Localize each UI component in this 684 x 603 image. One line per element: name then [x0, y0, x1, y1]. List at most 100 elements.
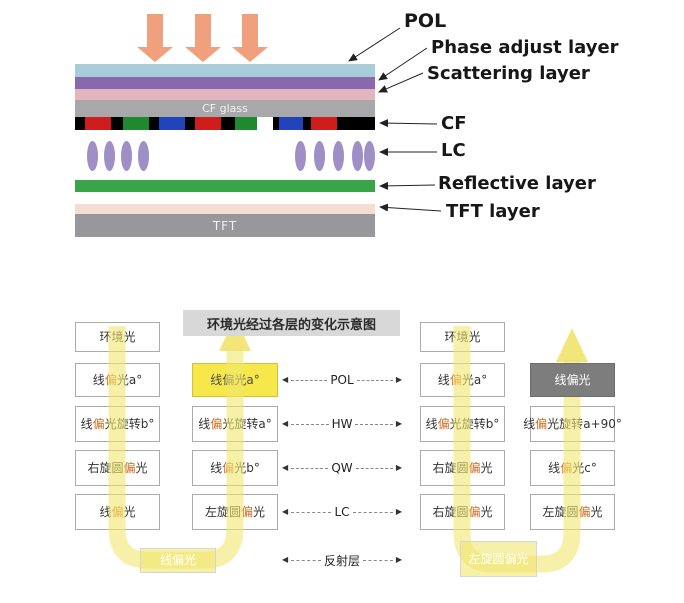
leader-line-phase: [378, 47, 428, 81]
cf-segment: [123, 117, 149, 130]
flow-box-blocked-light: 线偏光: [530, 363, 615, 397]
arrow-left-icon: ◀: [282, 463, 289, 472]
incident-light-arrow-icon: [185, 14, 221, 62]
cf-segment: [337, 117, 375, 130]
reflective-label: Reflective layer: [438, 173, 596, 194]
flow-layer-label-hw: ◀ HW ▶: [282, 416, 402, 432]
arrow-right-icon: ▶: [395, 463, 402, 472]
arrow-right-icon: ▶: [395, 419, 403, 428]
cf-segment: [149, 117, 159, 130]
dashed-line: [355, 467, 393, 469]
lc-molecule-icon: [333, 141, 344, 171]
arrow-right-icon: ▶: [395, 555, 403, 564]
lc-molecule-icon: [104, 141, 115, 171]
arrow-left-icon: ◀: [282, 375, 289, 384]
leader-line-scatter: [378, 72, 424, 93]
reflective-layer: [75, 180, 375, 192]
flow-box-c1r4: 右旋圆偏光: [75, 450, 160, 486]
flow-layer-label-lc: ◀ LC ▶: [282, 504, 402, 520]
arrow-head: [232, 47, 268, 62]
cf-segment: [111, 117, 123, 130]
cf-segment: [235, 117, 257, 130]
arrow-head: [185, 47, 221, 62]
arrow-right-icon: ▶: [395, 507, 403, 516]
mid-label: QW: [331, 461, 353, 475]
tft-sub-layer: [75, 204, 375, 214]
light-path-right-arrowhead-icon: [556, 328, 588, 362]
leader-line-tft: [379, 203, 442, 212]
tft-layer-label: TFT layer: [446, 201, 540, 222]
mid-label: 反射层: [324, 553, 361, 568]
flow-box-c1r5: 线偏光: [75, 494, 160, 530]
lc-molecule-icon: [121, 141, 132, 171]
flow-box-c2r5: 左旋圆偏光: [192, 494, 278, 530]
flow-box-c3r5: 右旋圆偏光: [420, 494, 505, 530]
dashed-line: [291, 467, 329, 469]
dashed-line: [355, 423, 393, 425]
leader-line-cf: [379, 119, 438, 128]
cf-segment: [273, 117, 279, 130]
flow-layer-label-qw: ◀ QW ▶: [282, 460, 402, 476]
cf-segment: [85, 117, 111, 130]
cf-segment: [279, 117, 303, 130]
arrow-left-icon: ◀: [282, 419, 289, 428]
flow-title: 环境光经过各层的变化示意图: [183, 310, 400, 336]
lc-molecule-icon: [138, 141, 149, 171]
flow-box-c3r4: 右旋圆偏光: [420, 450, 505, 486]
lc-label: LC: [441, 140, 466, 161]
arrow-head: [137, 47, 173, 62]
lc-layer: [75, 140, 375, 172]
cf-segment: [195, 117, 221, 130]
lc-molecule-icon: [352, 141, 363, 171]
flow-box-ambient-1: 环境光: [75, 322, 160, 352]
dashed-line: [291, 559, 321, 561]
cf-segment: [159, 117, 185, 130]
cf-segment: [311, 117, 337, 130]
cf-segment: [185, 117, 195, 130]
flow-box-c4r5: 左旋圆偏光: [530, 494, 615, 530]
tft-layer: TFT: [75, 214, 375, 237]
cf-label: CF: [441, 113, 467, 134]
cf-glass-label: CF glass: [202, 102, 248, 115]
dashed-line: [356, 379, 393, 381]
scattering-label: Scattering layer: [427, 63, 590, 84]
arrow-shaft: [147, 14, 163, 47]
leader-line-reflective: [379, 181, 436, 190]
phase-adjust-layer: [75, 77, 375, 89]
pol-layer: [75, 64, 375, 77]
dashed-line: [291, 511, 332, 513]
cf-segment: [303, 117, 311, 130]
leader-lines: [348, 27, 442, 212]
lc-molecule-icon: [295, 141, 306, 171]
lc-molecule-icon: [314, 141, 325, 171]
flow-box-bottom-right: 左旋圆偏光: [460, 541, 537, 577]
dashed-line: [363, 559, 393, 561]
dashed-line: [291, 423, 329, 425]
flow-layer-label-reflector: ◀ 反射层 ▶: [282, 552, 402, 568]
leader-line-pol: [348, 27, 401, 62]
incident-light-arrow-icon: [232, 14, 268, 62]
arrow-shaft: [195, 14, 211, 47]
cf-segment: [221, 117, 235, 130]
mid-label: LC: [334, 505, 350, 519]
scattering-layer: [75, 89, 375, 100]
incident-light-arrow-icon: [137, 14, 173, 62]
arrow-shaft: [242, 14, 258, 47]
arrow-left-icon: ◀: [282, 507, 289, 516]
cf-glass-layer: CF glass: [75, 100, 375, 117]
mid-label: POL: [330, 373, 354, 387]
cf-segment: [257, 117, 273, 130]
flow-box-bottom-left: 线偏光: [140, 548, 216, 573]
flow-box-ambient-2: 环境光: [420, 322, 505, 352]
lc-molecule-icon: [364, 141, 375, 171]
arrow-right-icon: ▶: [395, 375, 402, 384]
